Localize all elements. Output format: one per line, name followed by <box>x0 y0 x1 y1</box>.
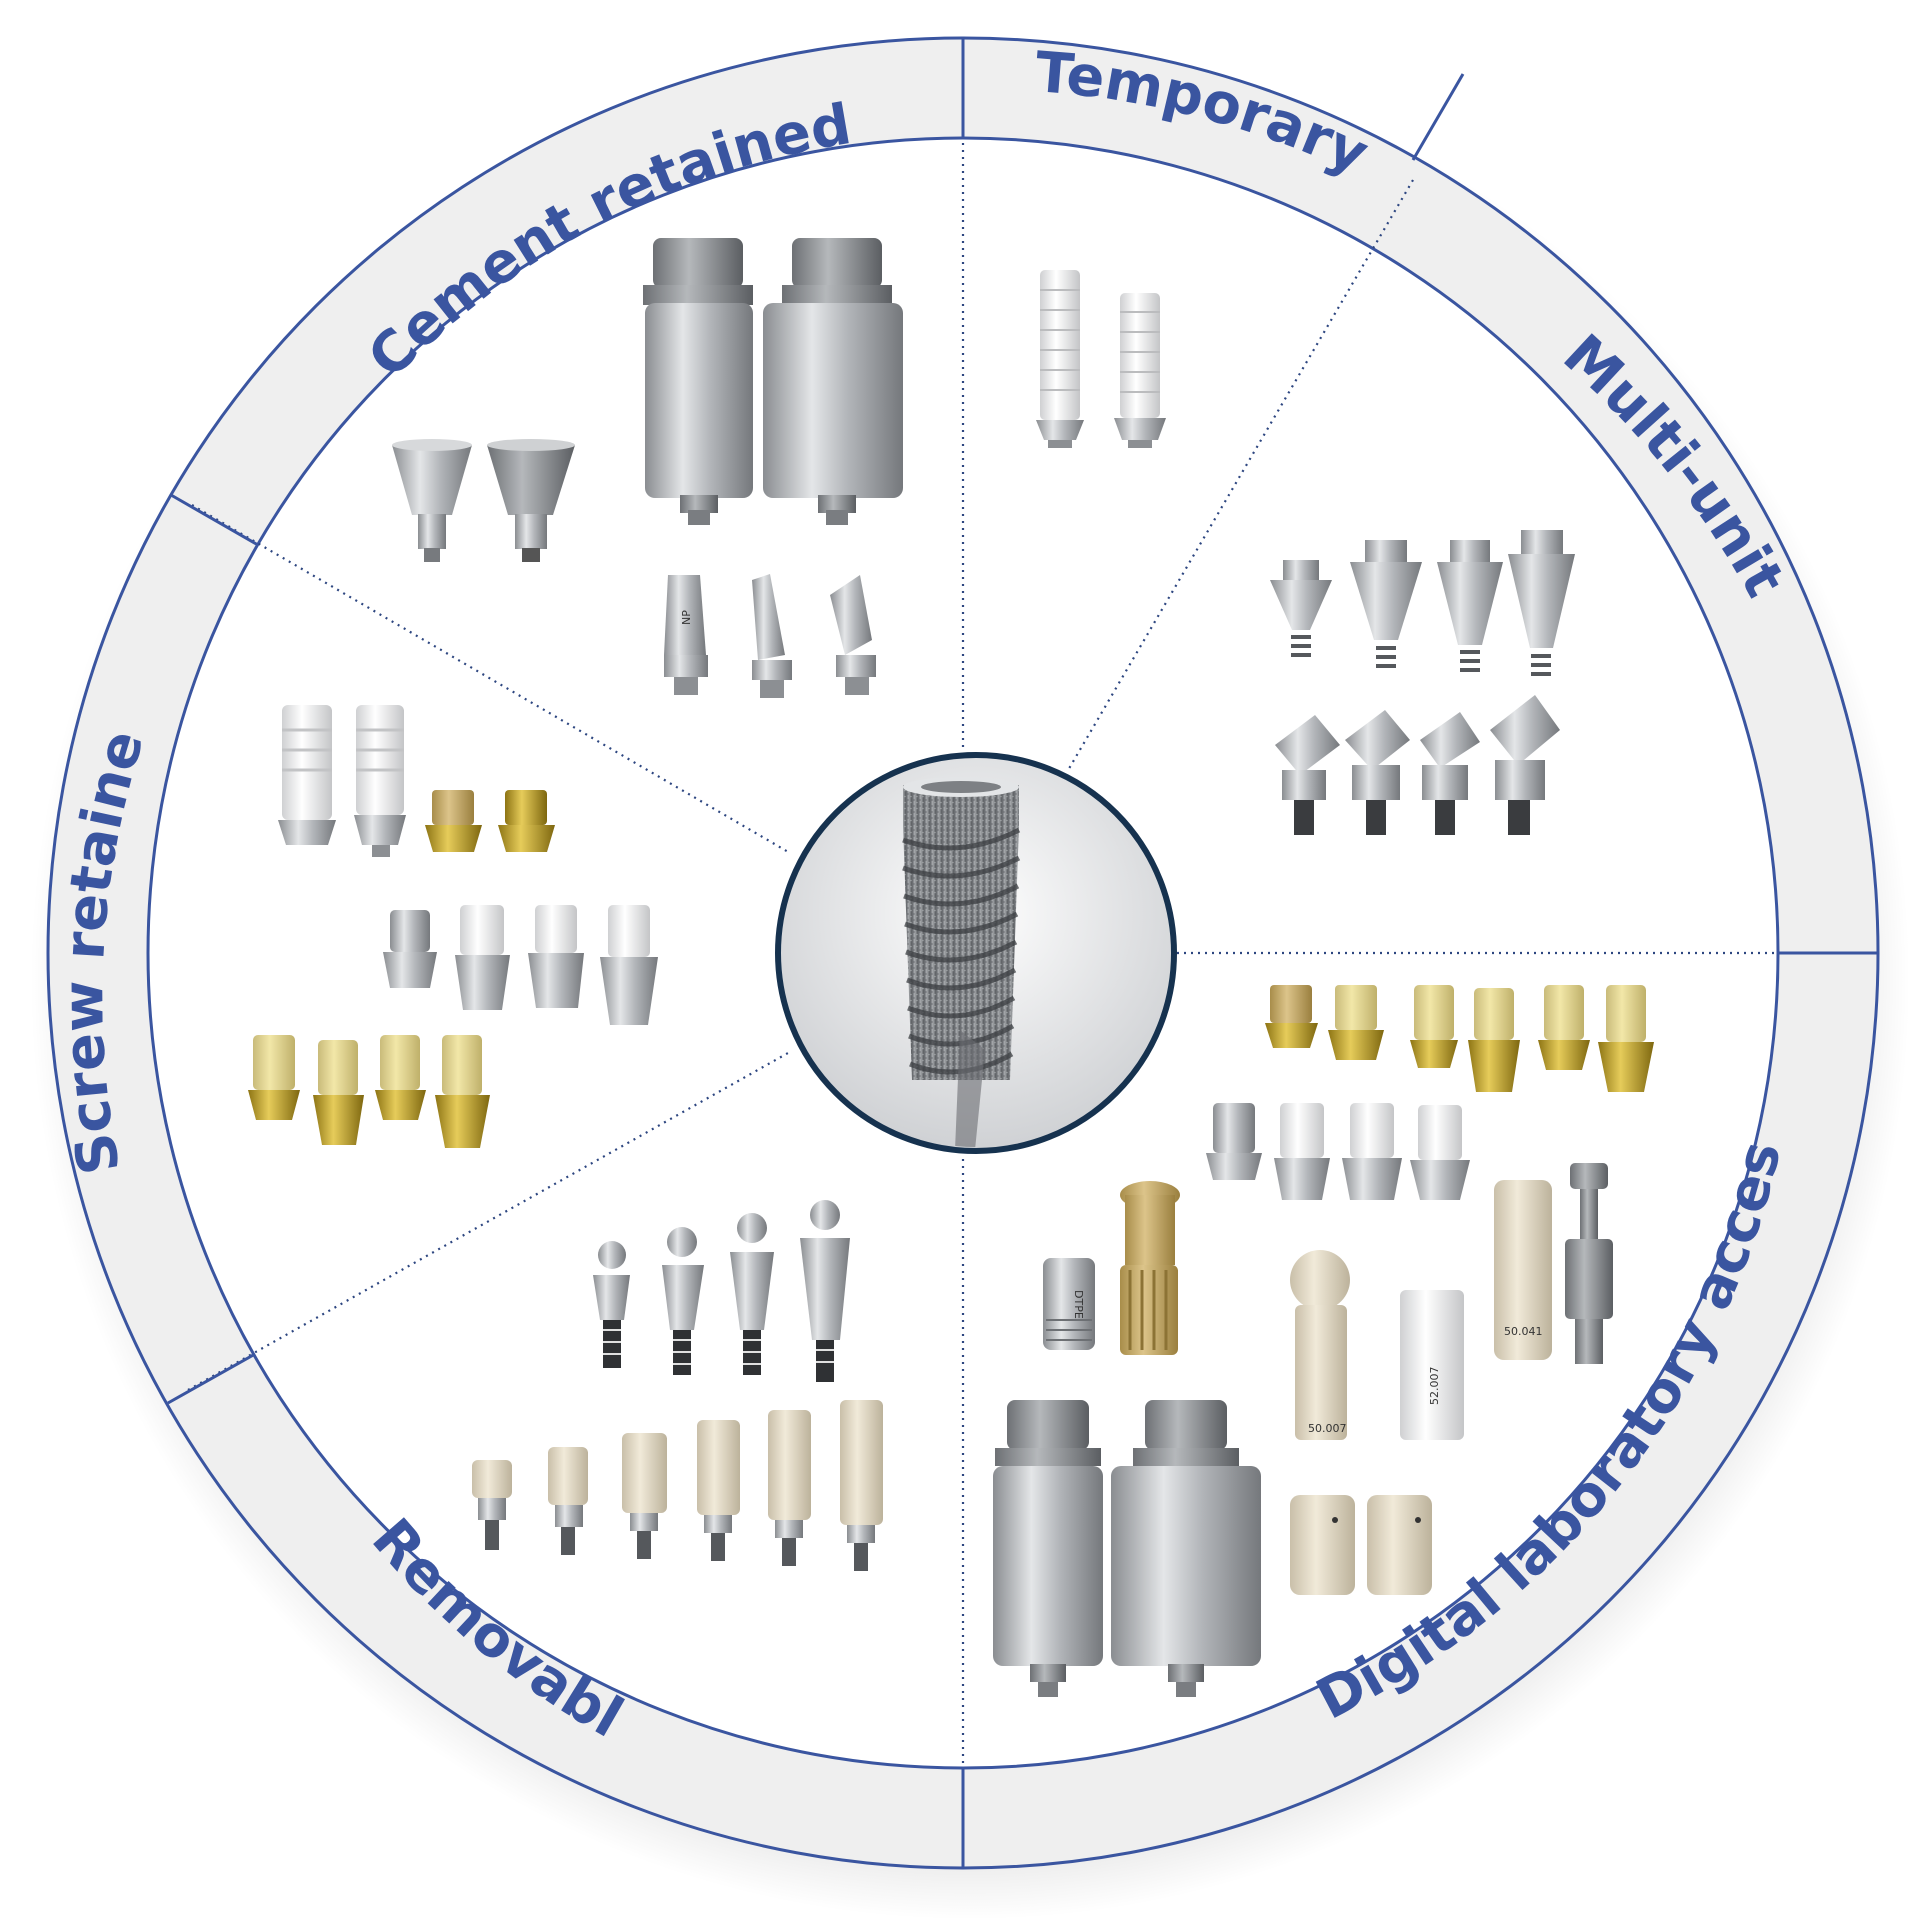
multi-unit-abutment-straight <box>1437 540 1503 672</box>
ti-base <box>383 910 437 988</box>
svg-text:DTPEI: DTPEI <box>1072 1290 1085 1322</box>
digital-lab-parts: DTPEI 50.007 52.007 50.041 <box>993 985 1654 1697</box>
ti-base-sandblasted <box>425 790 482 852</box>
multi-unit-abutment-angled <box>1490 695 1560 835</box>
locator-attachment <box>622 1433 667 1559</box>
ti-base-with-peek <box>528 905 584 1008</box>
multi-unit-abutment-angled <box>1275 715 1340 835</box>
ti-base-with-peek <box>1342 1103 1402 1200</box>
screw-retained-parts <box>248 705 658 1148</box>
angled-abutment <box>830 575 876 695</box>
ti-base <box>1206 1103 1262 1180</box>
ti-blank-cylinder <box>643 238 753 525</box>
ti-base-with-peek <box>1410 1105 1470 1200</box>
multi-unit-abutment-angled <box>1420 712 1480 835</box>
ring-ticks <box>167 38 1878 1868</box>
gold-base-abutment <box>375 1035 426 1120</box>
cement-retained-parts: NP <box>392 238 903 698</box>
scan-body-block: 52.007 <box>1400 1290 1464 1440</box>
ball-attachment <box>800 1200 850 1382</box>
cement-cup-abutment <box>487 439 575 562</box>
peek-cylinder <box>1367 1495 1432 1595</box>
svg-text:NP: NP <box>680 610 693 625</box>
multi-unit-parts <box>1270 530 1575 835</box>
ball-attachment <box>662 1227 704 1375</box>
svg-text:50.007: 50.007 <box>1308 1422 1347 1435</box>
multi-unit-abutment-angled <box>1345 710 1410 835</box>
locator-attachment <box>840 1400 883 1571</box>
gold-base-abutment <box>1598 985 1654 1092</box>
ti-base-with-peek <box>455 905 510 1010</box>
gold-base-abutment <box>313 1040 364 1145</box>
ti-base-with-cap <box>1328 985 1384 1060</box>
locator-attachment <box>768 1410 811 1566</box>
peek-base-abutment <box>354 705 406 857</box>
gold-base-abutment <box>435 1035 490 1148</box>
svg-text:50.041: 50.041 <box>1504 1325 1543 1338</box>
center-implant <box>775 752 1177 1154</box>
locator-attachment <box>697 1420 740 1561</box>
ti-blank-cylinder <box>993 1400 1103 1697</box>
sand-scan-body <box>1120 1181 1180 1355</box>
lab-screwdriver-analog <box>1565 1163 1613 1364</box>
ball-attachment <box>593 1241 630 1368</box>
peek-cylinder <box>1290 1495 1355 1595</box>
peek-temporary-abutment <box>1036 270 1084 448</box>
scan-body-tall: 50.041 <box>1494 1180 1552 1360</box>
lab-analog: DTPEI <box>1043 1258 1095 1350</box>
multi-unit-abutment-straight <box>1508 530 1575 676</box>
scan-body-ball: 50.007 <box>1290 1250 1350 1440</box>
peek-temporary-abutment <box>1114 293 1166 448</box>
ti-base-gold <box>498 790 555 852</box>
angled-abutment <box>752 574 792 698</box>
straight-abutment-np: NP <box>664 575 708 695</box>
gold-base-abutment <box>248 1035 300 1120</box>
segment-dividers <box>187 38 1858 1868</box>
ball-attachment <box>730 1213 774 1375</box>
multi-unit-abutment-straight <box>1270 560 1332 657</box>
svg-text:52.007: 52.007 <box>1428 1367 1441 1406</box>
locator-attachment <box>548 1447 588 1555</box>
multi-unit-abutment-straight <box>1350 540 1422 668</box>
ti-base-sandblasted <box>1265 985 1318 1048</box>
gold-base-abutment <box>1410 985 1458 1068</box>
ti-blank-cylinder <box>1111 1400 1261 1697</box>
gold-base-abutment <box>1468 988 1520 1092</box>
temporary-parts <box>1036 270 1166 448</box>
gold-base-abutment <box>1538 985 1590 1070</box>
ti-blank-cylinder <box>763 238 903 525</box>
peek-base-abutment <box>278 705 336 845</box>
cement-cup-abutment <box>392 439 472 562</box>
removable-parts <box>472 1200 883 1571</box>
ti-base-with-peek <box>1274 1103 1330 1200</box>
locator-attachment <box>472 1460 512 1550</box>
ti-base-with-peek <box>600 905 658 1025</box>
